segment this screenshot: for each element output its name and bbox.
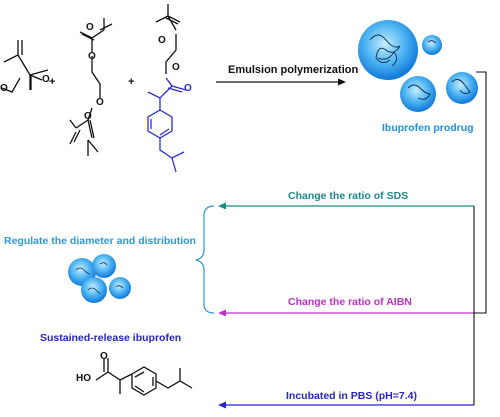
plus-sign: + <box>128 76 135 88</box>
methyl-methacrylate-structure <box>1 40 49 93</box>
plus-sign: + <box>49 76 56 88</box>
oxygen-atom: O <box>158 35 166 46</box>
sds-ratio-label: Change the ratio of SDS <box>288 190 409 202</box>
oxygen-atom: O <box>84 111 92 122</box>
hydroxyl-group-label: HO <box>76 373 91 384</box>
egdma-structure <box>69 18 113 156</box>
aibn-ratio-label: Change the ratio of AIBN <box>288 296 412 308</box>
oxygen-atom: O <box>184 83 192 94</box>
oxygen-atom: O <box>172 62 180 73</box>
oxygen-atom: O <box>86 22 94 33</box>
oxygen-atom: O <box>0 83 8 94</box>
sds-arrow <box>218 202 474 210</box>
ibuprofen-monomer-structure <box>155 4 181 74</box>
sustained-release-label: Sustained-release ibuprofen <box>40 332 182 344</box>
regulate-label: Regulate the diameter and distribution <box>4 235 196 247</box>
pbs-incubation-label: Incubated in PBS (pH=7.4) <box>286 390 417 402</box>
oxygen-atom: O <box>88 51 96 62</box>
oxygen-atom: O <box>42 74 50 85</box>
nanoparticle-cluster-regulated <box>68 254 131 303</box>
emulsion-polymerization-label: Emulsion polymerization <box>228 64 359 76</box>
nanoparticle-cluster-product <box>358 20 478 112</box>
bracket <box>195 205 215 314</box>
oxygen-atom: O <box>100 351 108 362</box>
pbs-arrowhead <box>218 401 226 409</box>
emulsion-arrow <box>216 78 346 86</box>
ibuprofen-structure <box>95 358 193 396</box>
aibn-arrow <box>218 309 474 317</box>
ibuprofen-prodrug-label: Ibuprofen prodrug <box>382 122 474 134</box>
ibuprofen-moiety <box>147 77 187 173</box>
oxygen-atom: O <box>96 97 104 108</box>
